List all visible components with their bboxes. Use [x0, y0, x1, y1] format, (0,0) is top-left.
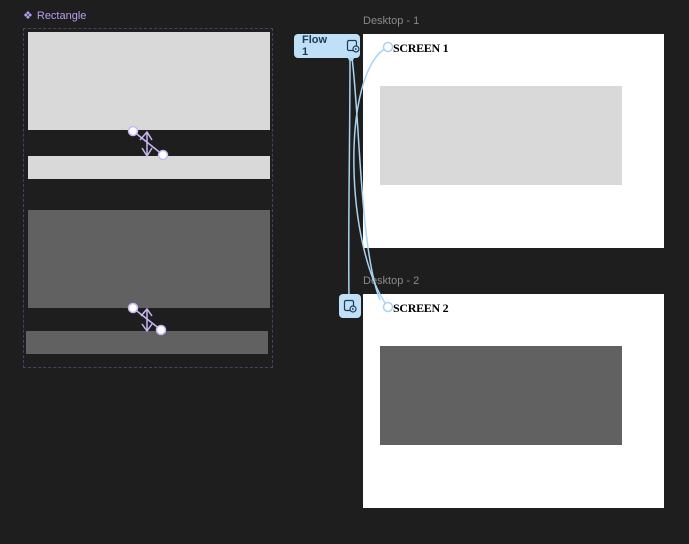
- screen-1-rectangle[interactable]: [380, 86, 622, 185]
- variant-light-bottom-bar[interactable]: [28, 156, 270, 179]
- flow-label: Flow 1: [302, 34, 328, 58]
- variant-interaction-top: [132, 130, 164, 158]
- screen-1-heading: SCREEN 1: [393, 41, 449, 55]
- flow-start-icon[interactable]: [343, 299, 357, 313]
- variant-light-top-rect[interactable]: [28, 32, 270, 130]
- frame-title-desktop-2[interactable]: Desktop - 2: [363, 275, 420, 287]
- variant-node-bottom-b: [155, 324, 167, 336]
- component-title-text: Rectangle: [36, 10, 87, 22]
- component-title[interactable]: ❖ Rectangle: [23, 9, 86, 23]
- component-diamond-icon: ❖: [23, 9, 33, 22]
- variant-node-top-b: [157, 149, 169, 161]
- flow-node-screen-1: [382, 41, 394, 53]
- desktop-1-frame[interactable]: SCREEN 1: [363, 34, 664, 248]
- flow-start-icon[interactable]: [346, 39, 360, 53]
- variant-interaction-bottom: [132, 307, 162, 333]
- variant-dark-bottom-bar[interactable]: [26, 331, 268, 354]
- variant-dark-top-rect[interactable]: [28, 210, 270, 308]
- variant-node-top-a: [127, 125, 139, 137]
- screen-2-rectangle[interactable]: [380, 346, 622, 445]
- variant-node-bottom-a: [127, 302, 139, 314]
- flow-node-screen-2: [382, 301, 394, 313]
- screen-2-heading: SCREEN 2: [393, 301, 449, 315]
- flow-starting-point-badge[interactable]: Flow 1: [294, 34, 360, 58]
- component-set-frame[interactable]: [23, 28, 273, 368]
- desktop-2-frame[interactable]: SCREEN 2: [363, 294, 664, 508]
- flow-connector-1: [347, 51, 351, 301]
- flow-start-badge-desktop-2[interactable]: [339, 294, 361, 318]
- frame-title-desktop-1[interactable]: Desktop - 1: [363, 15, 420, 27]
- flow-connector-3: [351, 57, 381, 301]
